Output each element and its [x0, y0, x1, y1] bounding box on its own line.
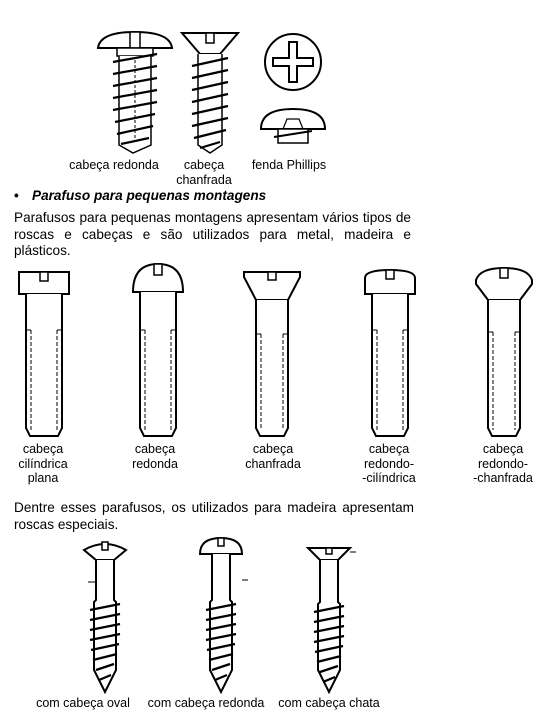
caption-flat-cylindrical-head: cabeça cilíndrica plana: [18, 442, 68, 485]
caption-round-head-2: cabeça redonda: [132, 442, 178, 471]
flat-cylindrical-head-screw-drawing: [16, 270, 72, 440]
caption-phillips-slot: fenda Phillips: [251, 158, 327, 172]
caption-countersunk-head-2: cabeça chanfrada: [245, 442, 301, 471]
countersunk-head-screw-drawing: [242, 270, 302, 440]
phillips-recess-drawing: [258, 32, 328, 92]
section-bullet: •: [14, 188, 19, 203]
round-cylindrical-head-screw-drawing: [362, 266, 418, 440]
caption-round-cylindrical-head: cabeça redondo- -cilíndrica: [362, 442, 416, 485]
caption-round-head-wood: com cabeça redonda: [147, 696, 265, 710]
caption-oval-head: com cabeça oval: [36, 696, 130, 710]
round-head-wood-screw-drawing: [196, 536, 246, 695]
phillips-head-side-drawing: [258, 105, 328, 145]
countersunk-sheet-screw-drawing: [180, 30, 240, 155]
flat-head-wood-screw-drawing: [304, 544, 354, 695]
caption-round-head: cabeça redonda: [69, 158, 159, 172]
caption-flat-head-wood: com cabeça chata: [278, 696, 380, 710]
section-title: Parafuso para pequenas montagens: [32, 188, 267, 203]
round-head-sheet-screw-drawing: [95, 30, 175, 155]
oval-head-wood-screw-drawing: [80, 540, 130, 695]
caption-countersunk-head: cabeça chanfrada: [176, 158, 232, 187]
round-head-screw-drawing: [130, 262, 186, 440]
caption-round-countersunk-head: cabeça redondo- -chanfrada: [473, 442, 533, 485]
section-intro-paragraph: Parafusos para pequenas montagens aprese…: [14, 210, 411, 258]
wood-screws-paragraph: Dentre esses parafusos, os utilizados pa…: [14, 500, 414, 532]
round-countersunk-head-screw-drawing: [474, 266, 534, 440]
